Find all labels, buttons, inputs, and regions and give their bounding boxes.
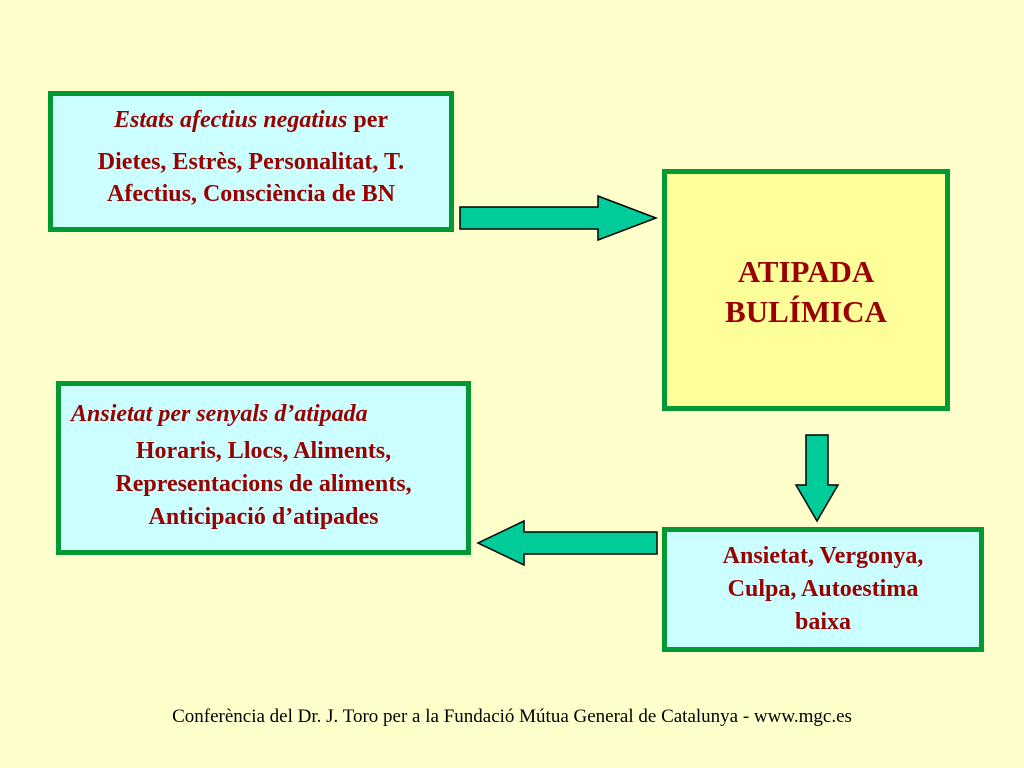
box-ansietat-senyals-description: Horaris, Llocs, Aliments, Representacion… [61,435,466,534]
heading-rest-text: per [347,107,389,133]
title-line: BULÍMICA [725,294,887,329]
arrow-left-icon [476,519,658,567]
box-atipada-bulimica: ATIPADA BULÍMICA [662,169,950,411]
arrow-right-icon [459,194,659,242]
description-line: Representacions de aliments, [115,471,412,497]
description-line: Dietes, Estrès, Personalitat, T. [97,149,405,175]
description-line: Afectius, Consciència de BN [107,181,395,207]
heading-italic-text: Estats afectius negatius [113,107,348,133]
arrow-shape [476,519,658,567]
box-ansietat-senyals: Ansietat per senyals d’atipada Horaris, … [56,381,471,555]
box-ansietat-senyals-heading: Ansietat per senyals d’atipada [71,401,368,427]
description-line: baixa [794,609,851,635]
arrow-shape [459,194,659,242]
arrow-shape [794,434,840,523]
box-estats-afectius-heading: Estats afectius negatius per [53,104,449,136]
footer-credit: Conferència del Dr. J. Toro per a la Fun… [172,706,852,727]
box-ansietat-vergonya: Ansietat, Vergonya, Culpa, Autoestima ba… [662,527,984,652]
description-line: Ansietat, Vergonya, [722,543,924,569]
description-line: Anticipació d’atipades [148,504,379,530]
title-line: ATIPADA [737,254,875,289]
arrow-down-icon [794,434,840,523]
box-estats-afectius-description: Dietes, Estrès, Personalitat, T. Afectiu… [53,146,449,210]
box-estats-afectius: Estats afectius negatius per Dietes, Est… [48,91,454,232]
description-line: Horaris, Llocs, Aliments, [135,438,392,464]
description-line: Culpa, Autoestima [727,576,919,602]
